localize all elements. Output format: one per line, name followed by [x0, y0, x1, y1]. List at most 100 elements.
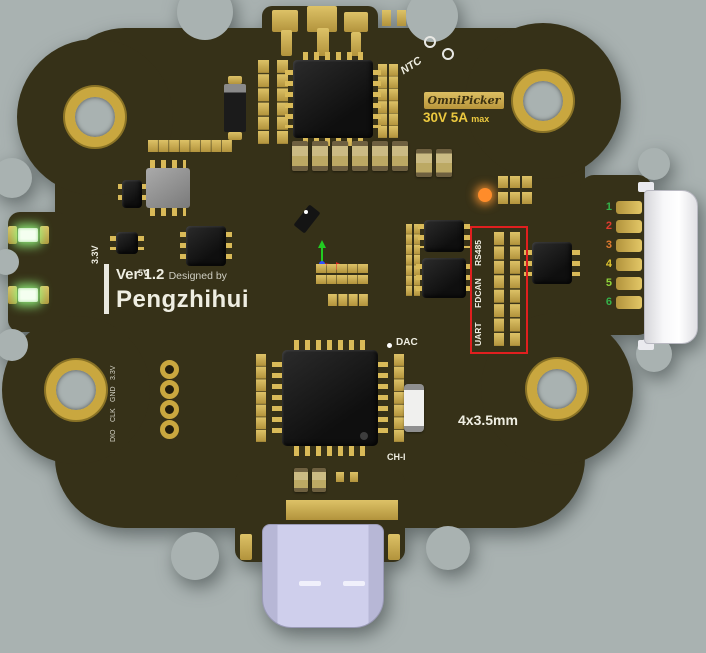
- silk-divider-bar: [104, 264, 109, 314]
- debug-pin-label: 3.3V: [110, 365, 117, 380]
- trace: [351, 32, 361, 56]
- pad-cluster: [336, 472, 358, 484]
- silk-5v-label: 5V: [138, 268, 150, 278]
- mount-holes-label: 4x3.5mm: [458, 412, 518, 428]
- solder-pad: [344, 12, 368, 32]
- rating-text: 30V 5A: [423, 110, 468, 125]
- uart-label: UART: [473, 322, 483, 346]
- rating-max-text: max: [471, 114, 490, 124]
- silk-ring-marker: [442, 48, 454, 60]
- pin-number-2: 2: [605, 220, 612, 232]
- version-text: Ver 1.2: [116, 266, 165, 283]
- interface-pad-cluster: [494, 232, 520, 346]
- capacitor: [392, 141, 408, 171]
- mcu-pins: [294, 340, 366, 350]
- electrolytic-component: [224, 84, 246, 132]
- chip-pins: [373, 70, 381, 128]
- chip-pins: [180, 232, 186, 260]
- chip-pins: [416, 264, 422, 292]
- solder-pad: [388, 534, 400, 560]
- designed-by-text: Designed by: [168, 270, 227, 282]
- jst-connector-body: [644, 190, 698, 344]
- fdcan-label: FDCAN: [473, 278, 483, 308]
- debug-pin-label: DIO: [110, 429, 117, 442]
- solder-pad: [40, 286, 49, 304]
- capacitor-row: [294, 468, 326, 492]
- orange-led: [478, 188, 492, 202]
- mcu-pins: [272, 362, 282, 434]
- capacitor: [294, 468, 308, 492]
- chip-pins: [418, 224, 424, 248]
- edge-notch: [0, 249, 19, 275]
- pin-number-5: 5: [605, 277, 612, 289]
- solder-pad: [40, 226, 49, 244]
- connector-flange: [638, 340, 654, 350]
- chip-pins: [150, 160, 186, 168]
- crystal-oscillator: [404, 384, 424, 432]
- mounting-hole-bottom-left: [46, 360, 106, 420]
- connector-pad: [616, 296, 642, 309]
- chip-pins: [142, 184, 146, 204]
- chip-pins: [303, 52, 363, 60]
- solder-pad: [228, 132, 242, 140]
- mcu-pins: [378, 362, 388, 434]
- ch1-label: CH-I: [387, 452, 406, 462]
- mcu-pins: [294, 446, 366, 456]
- board-left-tab: [8, 212, 68, 332]
- mounting-hole-top-right: [513, 71, 573, 131]
- chip-pins: [150, 208, 186, 216]
- pad-cluster: [498, 176, 532, 204]
- chip-pins: [118, 184, 122, 204]
- chip-pins: [524, 250, 532, 276]
- chip-pins: [572, 250, 580, 276]
- chip-pins: [110, 236, 116, 250]
- pad-cluster: [328, 294, 368, 308]
- silk-ring-marker: [424, 36, 436, 48]
- right-side-chip: [532, 242, 572, 284]
- trace: [281, 30, 292, 56]
- capacitor: [416, 149, 432, 177]
- capacitor: [352, 141, 368, 171]
- chip-pins: [464, 224, 470, 248]
- through-hole-pad: [160, 380, 179, 399]
- pad-cluster: [148, 140, 232, 156]
- status-led: [18, 228, 38, 242]
- driver-ic-chip: [293, 60, 373, 138]
- board-right-tab: [580, 175, 652, 335]
- rs485-label: RS485: [473, 240, 483, 266]
- chip-pins: [466, 264, 472, 292]
- pad-cluster: [378, 64, 398, 138]
- connector-pad: [616, 220, 642, 233]
- capacitor: [292, 141, 308, 171]
- connector-pad: [616, 201, 642, 214]
- usb-shell-dash: [343, 581, 365, 586]
- component-dot-marker: [304, 210, 308, 214]
- status-led: [18, 288, 38, 302]
- edge-notch: [0, 158, 32, 198]
- solder-pad: [272, 10, 298, 32]
- mounting-hole-top-left: [65, 87, 125, 147]
- capacitor: [312, 468, 326, 492]
- mcu-pin1-marker: [360, 432, 368, 440]
- capacitor-row: [416, 149, 452, 177]
- voltage-rating-label: 30V 5A max: [423, 110, 489, 125]
- capacitor: [312, 141, 328, 171]
- author-label: Pengzhihui: [116, 286, 249, 313]
- solder-pad: [8, 286, 17, 304]
- pad-cluster: [258, 60, 288, 144]
- pin-number-4: 4: [605, 258, 612, 270]
- usb-shell-dash: [299, 581, 321, 586]
- usb-c-connector: [262, 524, 384, 628]
- pin-number-3: 3: [605, 239, 612, 251]
- edge-notch: [638, 148, 670, 180]
- dac-label: DAC: [396, 337, 418, 348]
- omnipicker-badge: OmniPicker: [424, 92, 504, 109]
- connector-flange: [638, 182, 654, 192]
- capacitor: [436, 149, 452, 177]
- solder-pad: [228, 76, 242, 84]
- through-hole-pad: [160, 360, 179, 379]
- version-label: Ver 1.2 Designed by: [116, 266, 227, 283]
- edge-notch: [0, 329, 28, 361]
- interface-highlight-box: [470, 226, 528, 354]
